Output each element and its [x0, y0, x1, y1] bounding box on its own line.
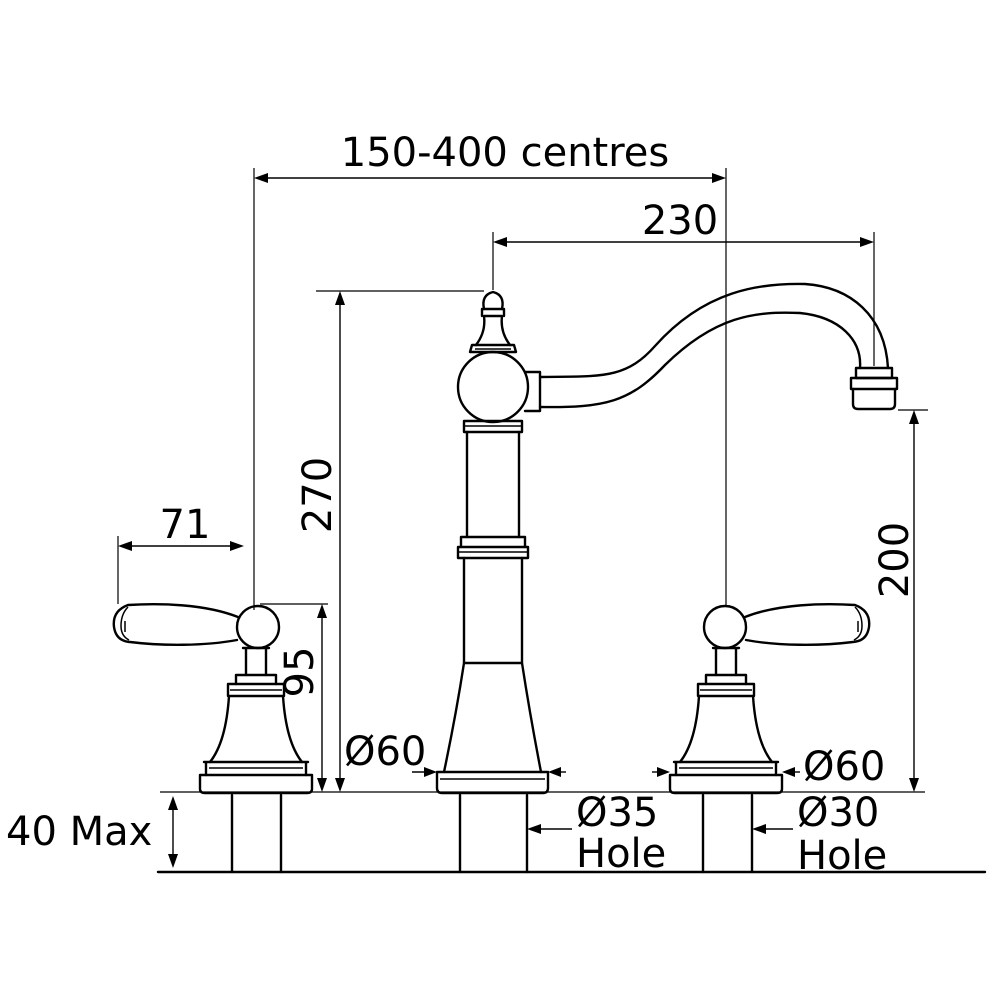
- dim-hole-30-label: Ø30: [797, 790, 879, 836]
- dim-handle-length-label: 71: [160, 502, 211, 548]
- dim-spout-reach-label: 230: [642, 198, 718, 244]
- dim-hole-35-word: Hole: [576, 831, 666, 877]
- dim-centres-label: 150-400 centres: [341, 130, 670, 176]
- dim-hole-35: [527, 824, 572, 834]
- dim-max-thickness: [168, 796, 178, 868]
- dim-hole-35-label: Ø35: [576, 790, 658, 836]
- dim-hole-30: [752, 824, 793, 834]
- spout-arm: [523, 282, 899, 413]
- dim-hole-30-word: Hole: [797, 833, 887, 879]
- dim-spout-reach: [492, 232, 875, 366]
- spout-column: [435, 290, 550, 795]
- dim-outlet-height: [898, 409, 928, 792]
- right-handle-assembly: [668, 603, 871, 795]
- dim-max-thickness-label: 40 Max: [6, 809, 152, 855]
- tail-pipes: [230, 793, 754, 874]
- dim-base-diameter-left-label: Ø60: [344, 729, 426, 775]
- dim-base-diameter-right: [652, 767, 800, 777]
- dim-spout-height: [316, 290, 484, 792]
- dim-centres: [253, 168, 727, 610]
- dim-spout-height-label: 270: [295, 457, 341, 533]
- dim-handle-length: [117, 536, 244, 604]
- dim-handle-height: [260, 603, 328, 792]
- dim-base-diameter-left: [412, 767, 566, 777]
- left-handle-assembly: [112, 603, 314, 795]
- dim-base-diameter-right-label: Ø60: [803, 744, 885, 790]
- dim-outlet-height-label: 200: [872, 522, 918, 598]
- dim-handle-height-label: 95: [277, 647, 323, 698]
